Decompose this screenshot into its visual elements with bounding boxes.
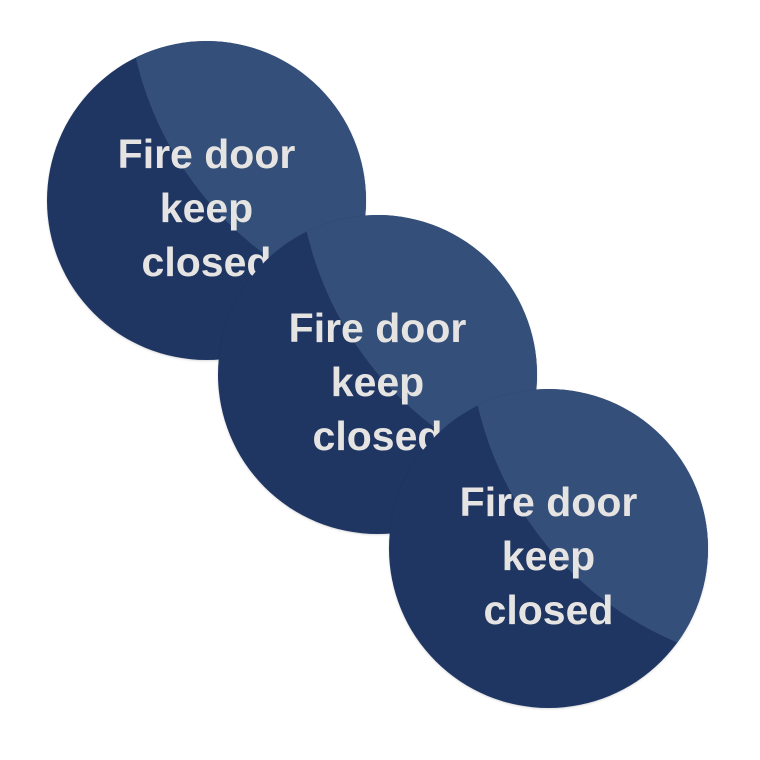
fire-door-sign-3: Fire door keep closed [389, 389, 708, 708]
sign-line: keep [501, 533, 596, 579]
sign-text: Fire door keep closed [218, 301, 537, 463]
sign-line: keep [330, 359, 425, 405]
sign-text: Fire door keep closed [389, 475, 708, 637]
sign-line: closed [483, 587, 614, 633]
fire-door-sign-1: Fire door keep closed [47, 41, 366, 360]
sign-line: Fire door [288, 305, 467, 351]
sign-text: Fire door keep closed [47, 127, 366, 289]
sign-line: keep [159, 185, 254, 231]
fire-door-sign-2: Fire door keep closed [218, 215, 537, 534]
sign-line: Fire door [459, 479, 638, 525]
sign-line: Fire door [117, 131, 296, 177]
